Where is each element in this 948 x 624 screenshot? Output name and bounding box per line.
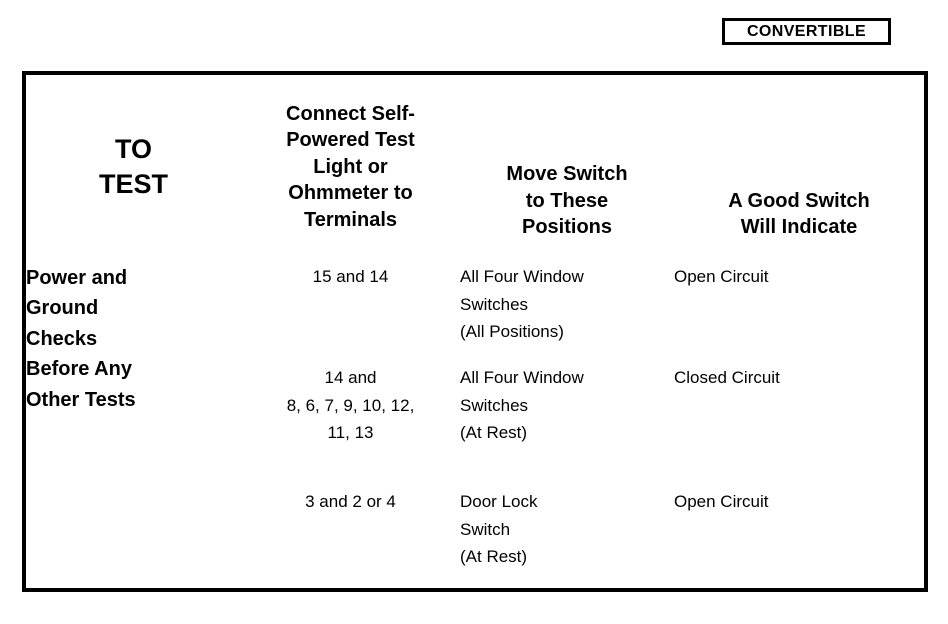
header-connect-terminals-line-5: Terminals (304, 208, 397, 231)
header-connect-terminals-line-4: Ohmmeter to (288, 182, 413, 205)
switch-test-table: TO TEST Connect Self- Powered Test Light… (22, 71, 928, 592)
table-row: 14 and 8, 6, 7, 9, 10, 12, 11, 13 All Fo… (26, 364, 924, 488)
stub-line-1: Power and (26, 267, 128, 289)
header-connect-terminals-line-1: Connect Self- (286, 102, 415, 125)
positions-row-1-line-1: All Four Window (460, 267, 584, 286)
header-good-switch-line-2: Will Indicate (740, 216, 858, 239)
stub-line-3: Checks (26, 327, 98, 350)
row-group-stub-power-and-ground-checks: Power and Ground Checks Before Any Other… (26, 263, 241, 592)
header-connect-terminals-stack: Connect Self- Powered Test Light or Ohmm… (241, 75, 460, 263)
cell-indication-row-1: Open Circuit (674, 263, 924, 364)
cell-positions-row-2: All Four Window Switches (At Rest) (460, 364, 674, 488)
table-row: Power and Ground Checks Before Any Other… (26, 263, 924, 411)
header-move-switch-stack: Move Switch to These Positions (460, 75, 674, 263)
convertible-badge-label: CONVERTIBLE (746, 22, 867, 40)
header-connect-terminals-line-3: Light or (313, 155, 388, 178)
terminals-row-3-line-1: 3 and 2 or 4 (305, 492, 396, 511)
header-move-switch-line-2: to These (525, 189, 609, 212)
header-move-switch-line-1: Move Switch (506, 163, 628, 186)
header-to-test-stack: TO TEST (26, 75, 241, 263)
stub-line-4: Before Any (26, 358, 132, 381)
table-header-row: TO TEST Connect Self- Powered Test Light… (26, 75, 924, 263)
positions-row-3-line-1: Door Lock (460, 492, 538, 511)
header-cell-move-switch: Move Switch to These Positions (460, 75, 674, 263)
header-to-test-line-2: TEST (98, 169, 168, 199)
header-cell-connect-terminals: Connect Self- Powered Test Light or Ohmm… (241, 75, 460, 263)
positions-row-2-line-1: All Four Window (460, 368, 584, 387)
convertible-badge: CONVERTIBLE (722, 18, 891, 45)
badge-row: CONVERTIBLE (0, 18, 948, 46)
cell-terminals-row-3: 3 and 2 or 4 (241, 488, 460, 592)
cell-indication-row-3: Open Circuit (674, 488, 924, 592)
header-connect-terminals-line-2: Powered Test (286, 129, 415, 152)
indication-row-1-line-1: Open Circuit (674, 267, 769, 286)
header-move-switch-line-3: Positions (521, 216, 612, 239)
terminals-row-2-line-3: 11, 13 (327, 423, 374, 443)
terminals-row-2-line-1: 14 and (324, 368, 377, 387)
header-cell-good-switch: A Good Switch Will Indicate (674, 75, 924, 263)
switch-test-grid: TO TEST Connect Self- Powered Test Light… (26, 75, 924, 592)
indication-row-3-line-1: Open Circuit (674, 492, 769, 511)
positions-row-1-line-2: Switches (460, 294, 529, 314)
stub-line-5: Other Tests (26, 388, 136, 411)
header-good-switch-stack: A Good Switch Will Indicate (674, 75, 924, 263)
header-cell-to-test: TO TEST (26, 75, 241, 263)
stub-line-2: Ground (26, 297, 99, 320)
positions-row-2-line-2: Switches (460, 395, 529, 415)
indication-row-2-line-1: Closed Circuit (674, 368, 780, 387)
header-good-switch-line-1: A Good Switch (728, 189, 870, 212)
positions-row-2-line-3: (At Rest) (460, 423, 528, 443)
cell-terminals-row-2: 14 and 8, 6, 7, 9, 10, 12, 11, 13 (241, 364, 460, 488)
positions-row-3-line-2: Switch (460, 519, 511, 539)
cell-positions-row-1: All Four Window Switches (All Positions) (460, 263, 674, 364)
header-to-test-line-1: TO (114, 133, 152, 164)
positions-row-3-line-3: (At Rest) (460, 547, 528, 567)
cell-indication-row-2: Closed Circuit (674, 364, 924, 488)
terminals-row-2-line-2: 8, 6, 7, 9, 10, 12, (286, 395, 415, 415)
terminals-row-1-line-1: 15 and 14 (312, 267, 389, 286)
cell-positions-row-3: Door Lock Switch (At Rest) (460, 488, 674, 592)
cell-terminals-row-1: 15 and 14 (241, 263, 460, 364)
positions-row-1-line-3: (All Positions) (460, 322, 564, 342)
table-row: 3 and 2 or 4 Door Lock Switch (At Rest) … (26, 488, 924, 592)
